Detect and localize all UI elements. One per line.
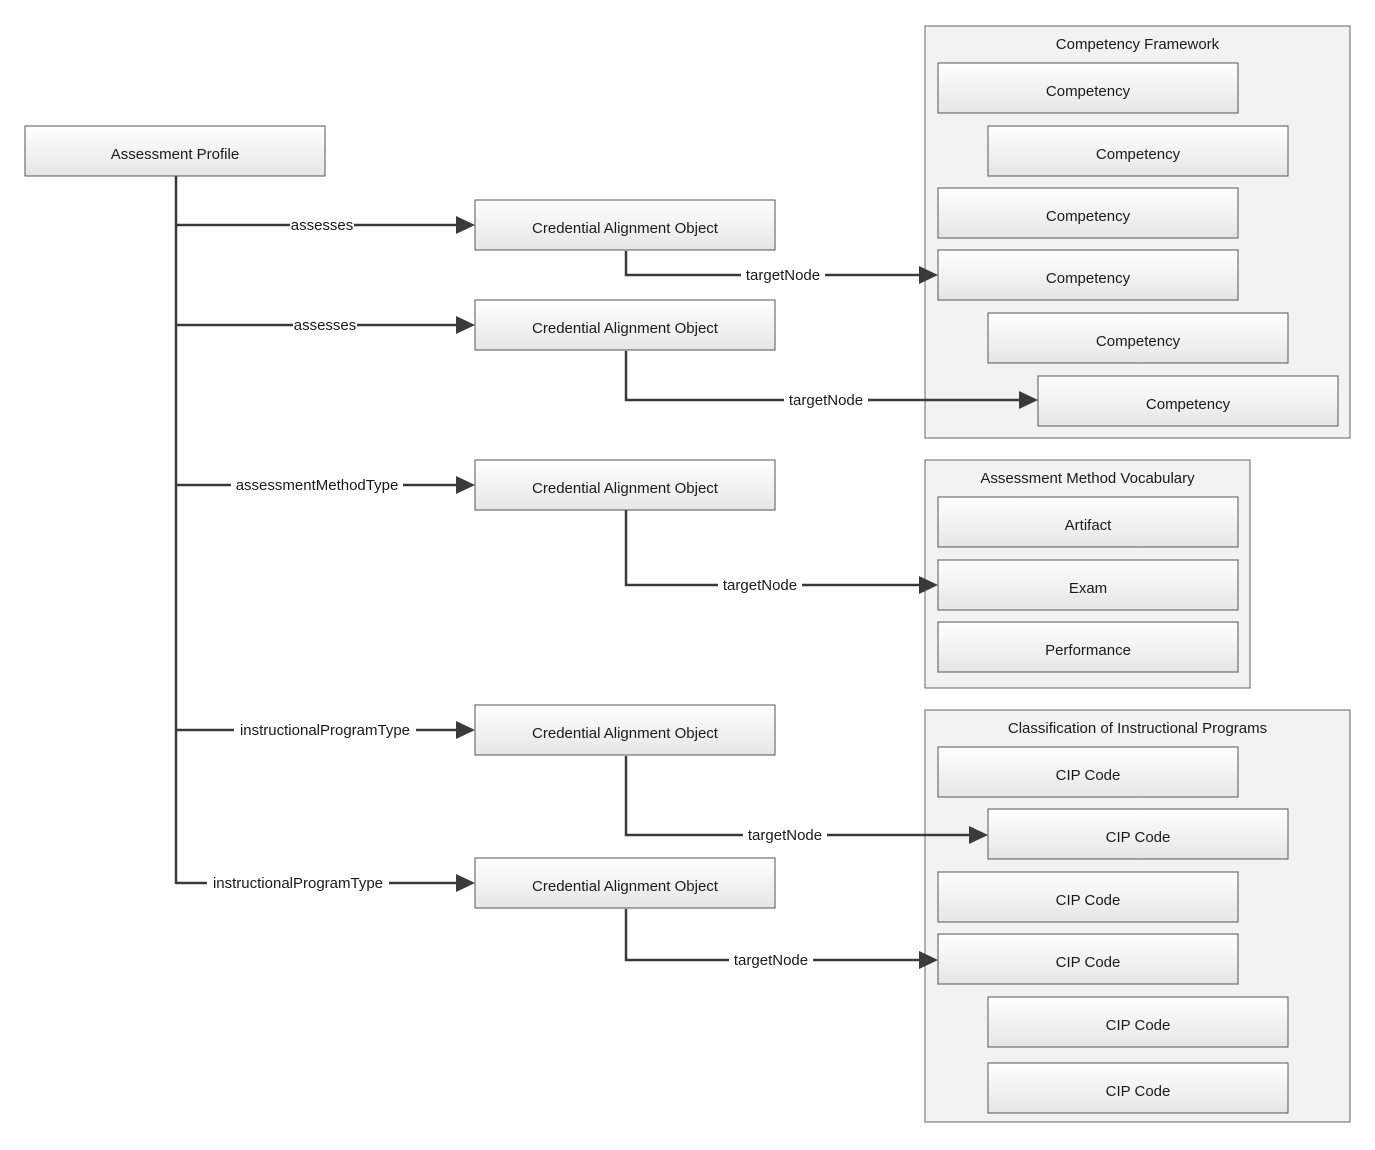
credential-alignment-object-node: Credential Alignment Object: [474, 199, 776, 251]
cip-code-node: CIP Code: [937, 933, 1239, 985]
competency-node: Competency: [937, 187, 1239, 239]
edge-label: assesses: [294, 317, 357, 334]
panel-title: Classification of Instructional Programs: [1008, 720, 1267, 737]
edge-label: assessmentMethodType: [236, 477, 399, 494]
edge-label: targetNode: [734, 952, 808, 969]
node-label: Competency: [1096, 146, 1181, 163]
edge-target-node-2: targetNode: [624, 351, 1038, 410]
edge-instructional-program-type-2: instructionalProgramType: [176, 873, 475, 893]
competency-node: Competency: [987, 125, 1289, 177]
edge-assesses-1: assesses: [176, 215, 475, 235]
node-label: CIP Code: [1106, 1083, 1171, 1100]
edge-assessment-method-type: assessmentMethodType: [176, 475, 475, 495]
edge-label: targetNode: [789, 392, 863, 409]
credential-alignment-object-node: Credential Alignment Object: [474, 857, 776, 909]
node-label: Competency: [1046, 83, 1131, 100]
credential-alignment-object-node: Credential Alignment Object: [474, 704, 776, 756]
node-label: Exam: [1069, 580, 1107, 597]
node-label: Credential Alignment Object: [532, 220, 719, 237]
assessment-profile-node: Assessment Profile: [24, 125, 326, 177]
competency-node: Competency: [937, 249, 1239, 301]
edge-label: targetNode: [746, 267, 820, 284]
edge-label: instructionalProgramType: [213, 875, 383, 892]
edge-assesses-2: assesses: [176, 315, 475, 335]
node-label: Assessment Profile: [111, 146, 239, 163]
edge-target-node-1: targetNode: [624, 251, 938, 285]
edge-target-node-4: targetNode: [624, 756, 988, 845]
node-label: Performance: [1045, 642, 1131, 659]
panel-title: Assessment Method Vocabulary: [980, 470, 1195, 487]
node-label: Artifact: [1065, 517, 1113, 534]
node-label: CIP Code: [1056, 954, 1121, 971]
node-label: CIP Code: [1056, 767, 1121, 784]
edge-target-node-3: targetNode: [624, 510, 938, 595]
edge-instructional-program-type-1: instructionalProgramType: [176, 720, 475, 740]
node-label: Credential Alignment Object: [532, 480, 719, 497]
node-label: Competency: [1046, 208, 1131, 225]
method-node-exam: Exam: [937, 559, 1239, 611]
credential-alignment-object-node: Credential Alignment Object: [474, 459, 776, 511]
node-label: Credential Alignment Object: [532, 320, 719, 337]
competency-node: Competency: [937, 62, 1239, 114]
competency-node: Competency: [987, 312, 1289, 364]
node-label: Competency: [1046, 270, 1131, 287]
edge-label: instructionalProgramType: [240, 722, 410, 739]
edge-target-node-5: targetNode: [624, 909, 938, 970]
node-label: CIP Code: [1056, 892, 1121, 909]
node-label: Competency: [1096, 333, 1181, 350]
node-label: Competency: [1146, 396, 1231, 413]
node-label: CIP Code: [1106, 829, 1171, 846]
panel-title: Competency Framework: [1056, 36, 1220, 53]
cip-code-node: CIP Code: [987, 1062, 1289, 1114]
edge-label: targetNode: [723, 577, 797, 594]
credential-alignment-object-node: Credential Alignment Object: [474, 299, 776, 351]
node-label: CIP Code: [1106, 1017, 1171, 1034]
cip-code-node: CIP Code: [987, 808, 1289, 860]
method-node-artifact: Artifact: [937, 496, 1239, 548]
node-label: Credential Alignment Object: [532, 878, 719, 895]
cip-code-node: CIP Code: [937, 746, 1239, 798]
node-label: Credential Alignment Object: [532, 725, 719, 742]
cip-code-node: CIP Code: [937, 871, 1239, 923]
edge-label: assesses: [291, 217, 354, 234]
cip-code-node: CIP Code: [987, 996, 1289, 1048]
method-node-performance: Performance: [937, 621, 1239, 673]
edge-label: targetNode: [748, 827, 822, 844]
competency-node: Competency: [1037, 375, 1339, 427]
